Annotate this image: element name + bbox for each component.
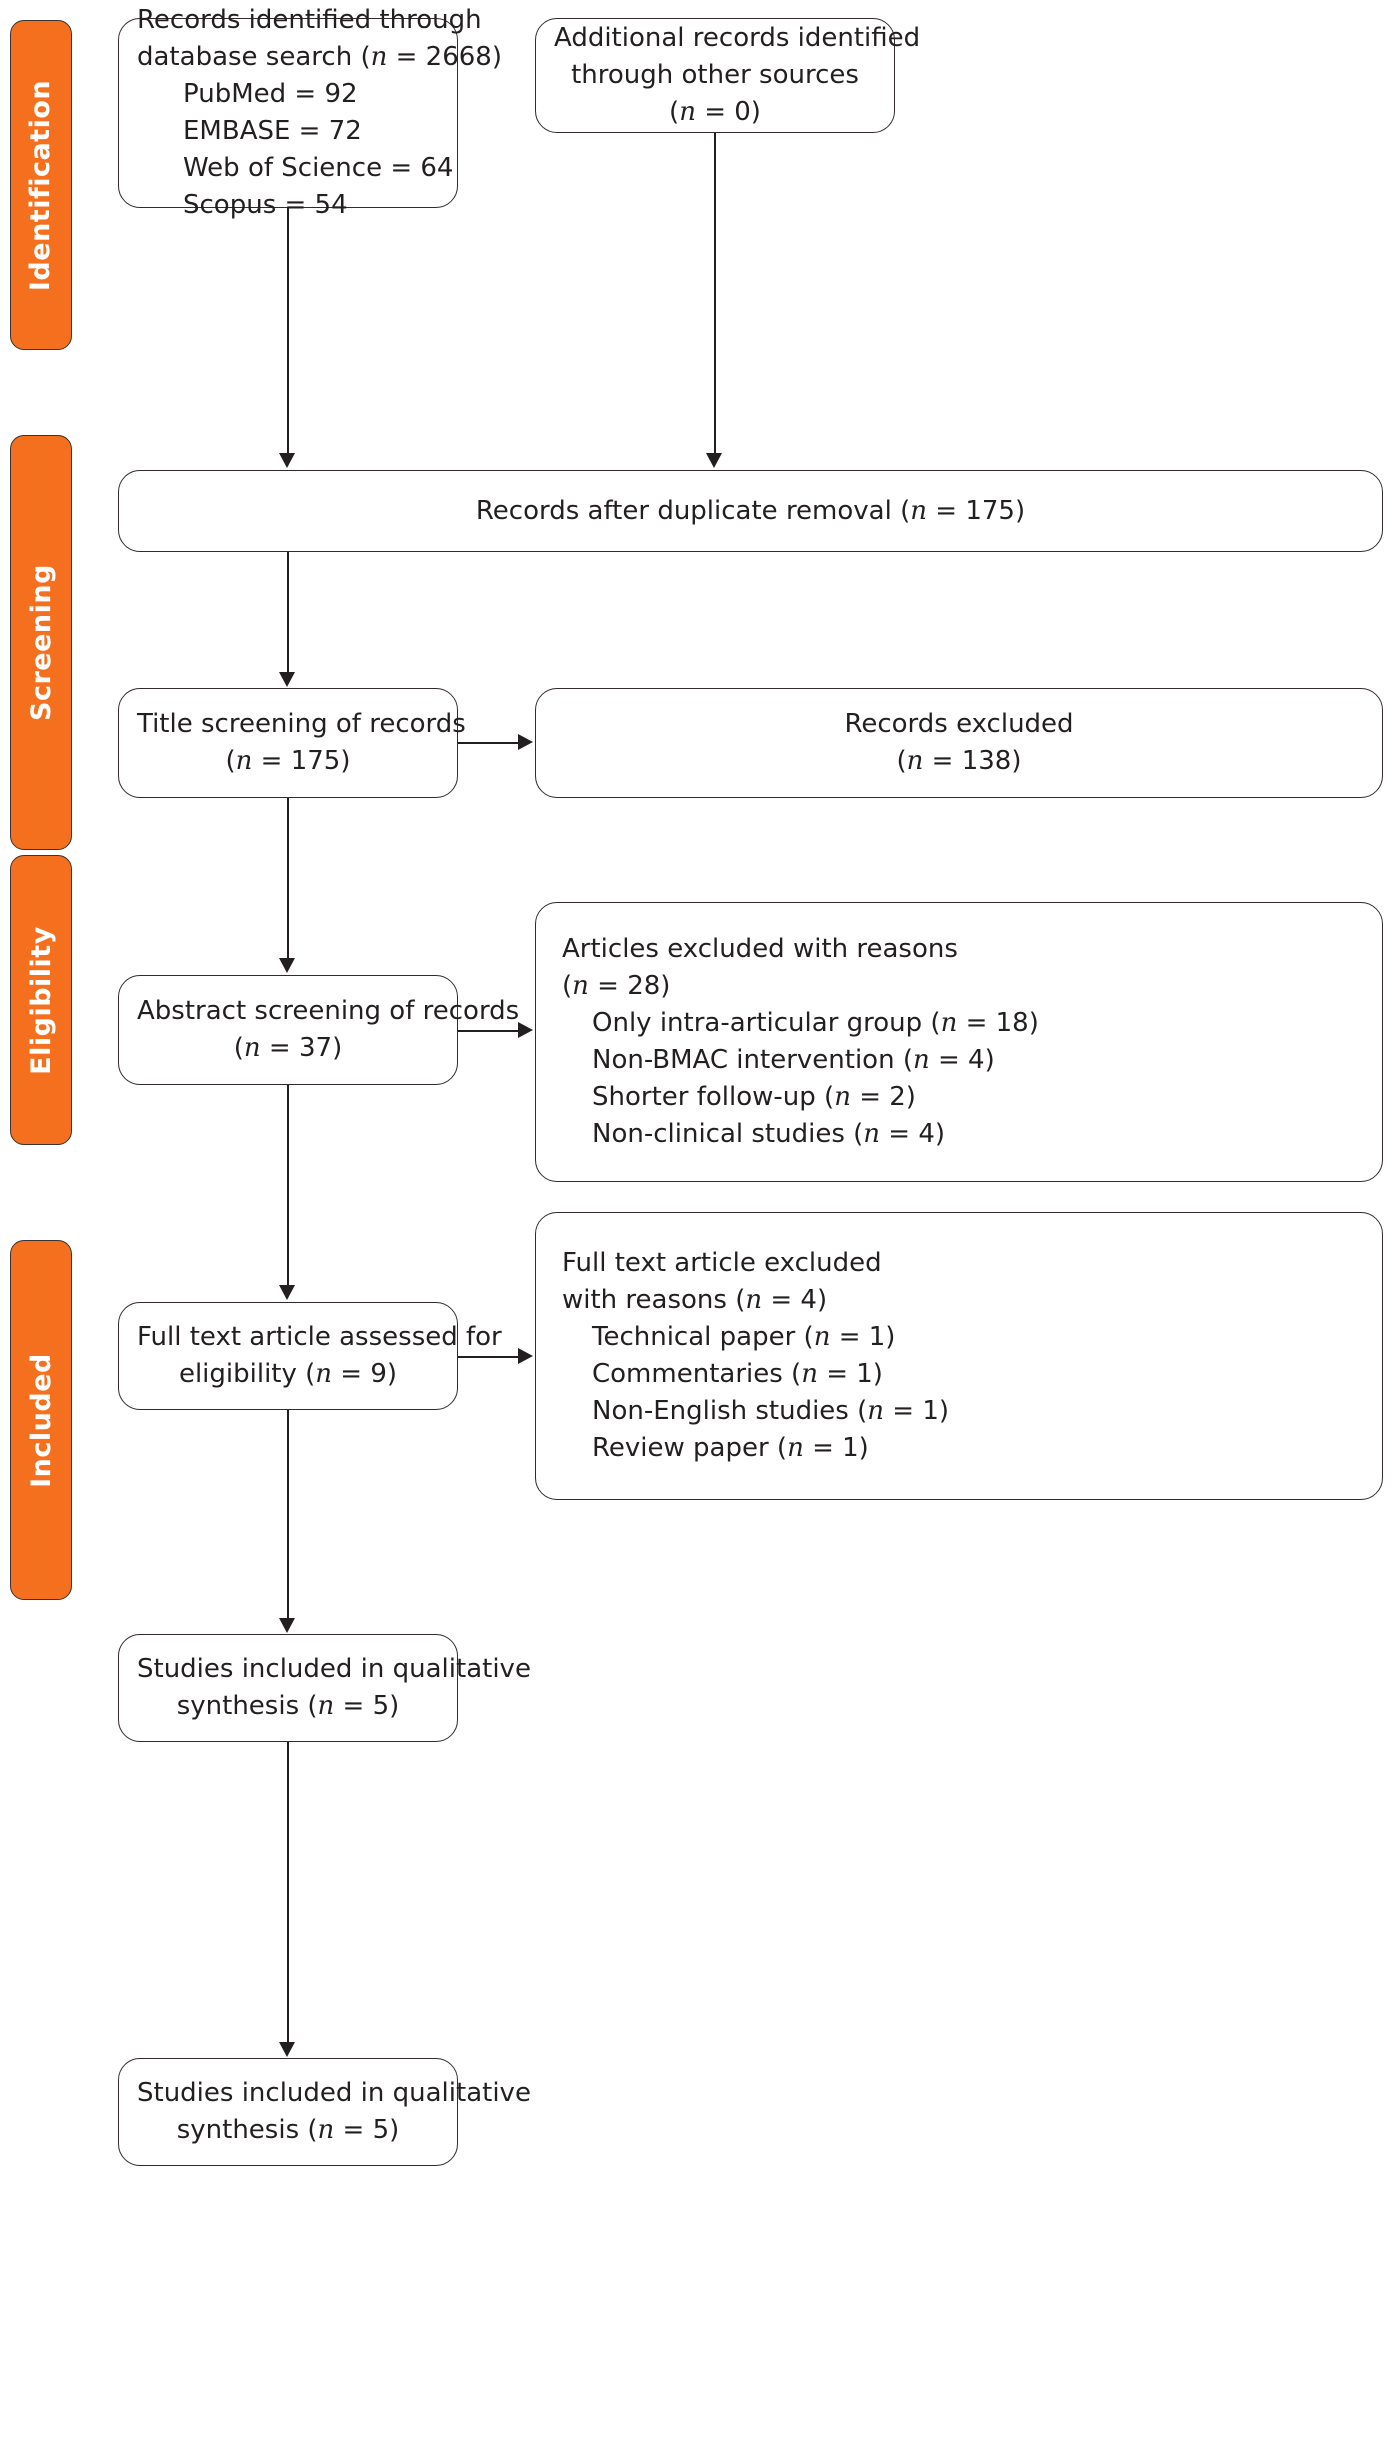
connector-synthesis-1-to-synthesis-2 bbox=[287, 1742, 289, 2042]
stage-label-included: Included bbox=[25, 1352, 57, 1488]
stage-bar-included: Included bbox=[10, 1240, 72, 1600]
articles-excluded-reason-2: Non-BMAC intervention (n = 4) bbox=[592, 1045, 995, 1075]
articles-excluded-line2: (n = 28) bbox=[562, 971, 671, 1002]
records-identified-line1: Records identified through bbox=[137, 5, 482, 36]
connector-abstract-to-full-text bbox=[287, 1085, 289, 1285]
arrowhead-title-screening-to-excluded bbox=[518, 734, 533, 750]
connector-additional-to-dedupe bbox=[714, 133, 716, 453]
additional-records-line3: (n = 0) bbox=[669, 96, 761, 127]
abstract-screening-line1: Abstract screening of records bbox=[137, 996, 520, 1027]
arrowhead-additional-to-dedupe bbox=[706, 453, 722, 468]
full-text-excluded-line2: with reasons (n = 4) bbox=[562, 1285, 828, 1316]
node-records-after-duplicates: Records after duplicate removal (n = 175… bbox=[118, 470, 1383, 552]
connector-identified-to-dedupe bbox=[287, 208, 289, 453]
node-full-text-excluded: Full text article excluded with reasons … bbox=[535, 1212, 1383, 1500]
full-text-assessed-line2: eligibility (n = 9) bbox=[178, 1359, 398, 1389]
records-identified-scopus: Scopus = 54 bbox=[183, 189, 348, 220]
connector-title-screening-to-excluded bbox=[458, 742, 518, 744]
qualitative-synthesis-1-line1: Studies included in qualitative bbox=[137, 1654, 531, 1685]
records-identified-wos: Web of Science = 64 bbox=[183, 152, 454, 183]
node-records-excluded: Records excluded (n = 138) bbox=[535, 688, 1383, 798]
title-screening-line2: (n = 175) bbox=[225, 746, 351, 776]
node-additional-records: Additional records identified through ot… bbox=[535, 18, 921, 133]
arrowhead-full-text-to-full-text-excluded bbox=[518, 1348, 533, 1364]
node-qualitative-synthesis-2: Studies included in qualitative synthesi… bbox=[118, 2058, 531, 2166]
stage-bar-eligibility: Eligibility bbox=[10, 855, 72, 1145]
stage-label-screening: Screening bbox=[25, 564, 57, 721]
qualitative-synthesis-1-line2: synthesis (n = 5) bbox=[176, 1691, 400, 1721]
arrowhead-abstract-to-articles-excluded bbox=[518, 1022, 533, 1038]
records-excluded-line2: (n = 138) bbox=[896, 746, 1022, 776]
articles-excluded-reason-4: Non-clinical studies (n = 4) bbox=[592, 1118, 946, 1149]
stage-label-eligibility: Eligibility bbox=[25, 925, 57, 1075]
arrowhead-dedupe-to-title-screening bbox=[279, 672, 295, 687]
additional-records-line1: Additional records identified bbox=[554, 23, 921, 54]
arrowhead-synthesis-1-to-synthesis-2 bbox=[279, 2042, 295, 2057]
articles-excluded-reason-3: Shorter follow-up (n = 2) bbox=[592, 1081, 916, 1112]
full-text-excluded-line1: Full text article excluded bbox=[562, 1248, 882, 1279]
full-text-excluded-reason-4: Review paper (n = 1) bbox=[592, 1432, 869, 1463]
connector-title-to-abstract-screening bbox=[287, 798, 289, 958]
arrowhead-title-to-abstract-screening bbox=[279, 958, 295, 973]
arrowhead-full-text-to-synthesis-1 bbox=[279, 1618, 295, 1633]
connector-full-text-to-full-text-excluded bbox=[458, 1356, 518, 1358]
connector-full-text-to-synthesis-1 bbox=[287, 1410, 289, 1618]
records-after-duplicates-line1: Records after duplicate removal (n = 175… bbox=[475, 495, 1026, 526]
qualitative-synthesis-2-line1: Studies included in qualitative bbox=[137, 2078, 531, 2109]
qualitative-synthesis-2-line2: synthesis (n = 5) bbox=[176, 2115, 400, 2145]
connector-abstract-to-articles-excluded bbox=[458, 1030, 518, 1032]
title-screening-line1: Title screening of records bbox=[137, 709, 466, 740]
node-abstract-screening: Abstract screening of records (n = 37) bbox=[118, 975, 520, 1085]
node-title-screening: Title screening of records (n = 175) bbox=[118, 688, 466, 798]
full-text-excluded-reason-2: Commentaries (n = 1) bbox=[592, 1359, 883, 1389]
full-text-excluded-reason-1: Technical paper (n = 1) bbox=[592, 1322, 896, 1353]
records-identified-embase: EMBASE = 72 bbox=[183, 116, 362, 146]
node-qualitative-synthesis-1: Studies included in qualitative synthesi… bbox=[118, 1634, 531, 1742]
additional-records-line2: through other sources bbox=[571, 60, 859, 91]
stage-label-identification: Identification bbox=[25, 79, 57, 291]
stage-bar-screening: Screening bbox=[10, 435, 72, 850]
full-text-excluded-reason-3: Non-English studies (n = 1) bbox=[592, 1395, 950, 1426]
records-identified-pubmed: PubMed = 92 bbox=[183, 79, 358, 110]
node-articles-excluded: Articles excluded with reasons (n = 28) … bbox=[535, 902, 1383, 1182]
abstract-screening-line2: (n = 37) bbox=[233, 1033, 343, 1063]
arrowhead-identified-to-dedupe bbox=[279, 453, 295, 468]
articles-excluded-line1: Articles excluded with reasons bbox=[562, 934, 958, 965]
articles-excluded-reason-1: Only intra-articular group (n = 18) bbox=[592, 1008, 1039, 1039]
records-identified-line2: database search (n = 2668) bbox=[137, 42, 502, 73]
connector-dedupe-to-title-screening bbox=[287, 552, 289, 672]
stage-bar-identification: Identification bbox=[10, 20, 72, 350]
node-records-identified: Records identified through database sear… bbox=[118, 5, 502, 220]
records-excluded-line1: Records excluded bbox=[844, 709, 1074, 740]
full-text-assessed-line1: Full text article assessed for bbox=[137, 1322, 502, 1353]
node-full-text-assessed: Full text article assessed for eligibili… bbox=[118, 1302, 502, 1410]
arrowhead-abstract-to-full-text bbox=[279, 1285, 295, 1300]
